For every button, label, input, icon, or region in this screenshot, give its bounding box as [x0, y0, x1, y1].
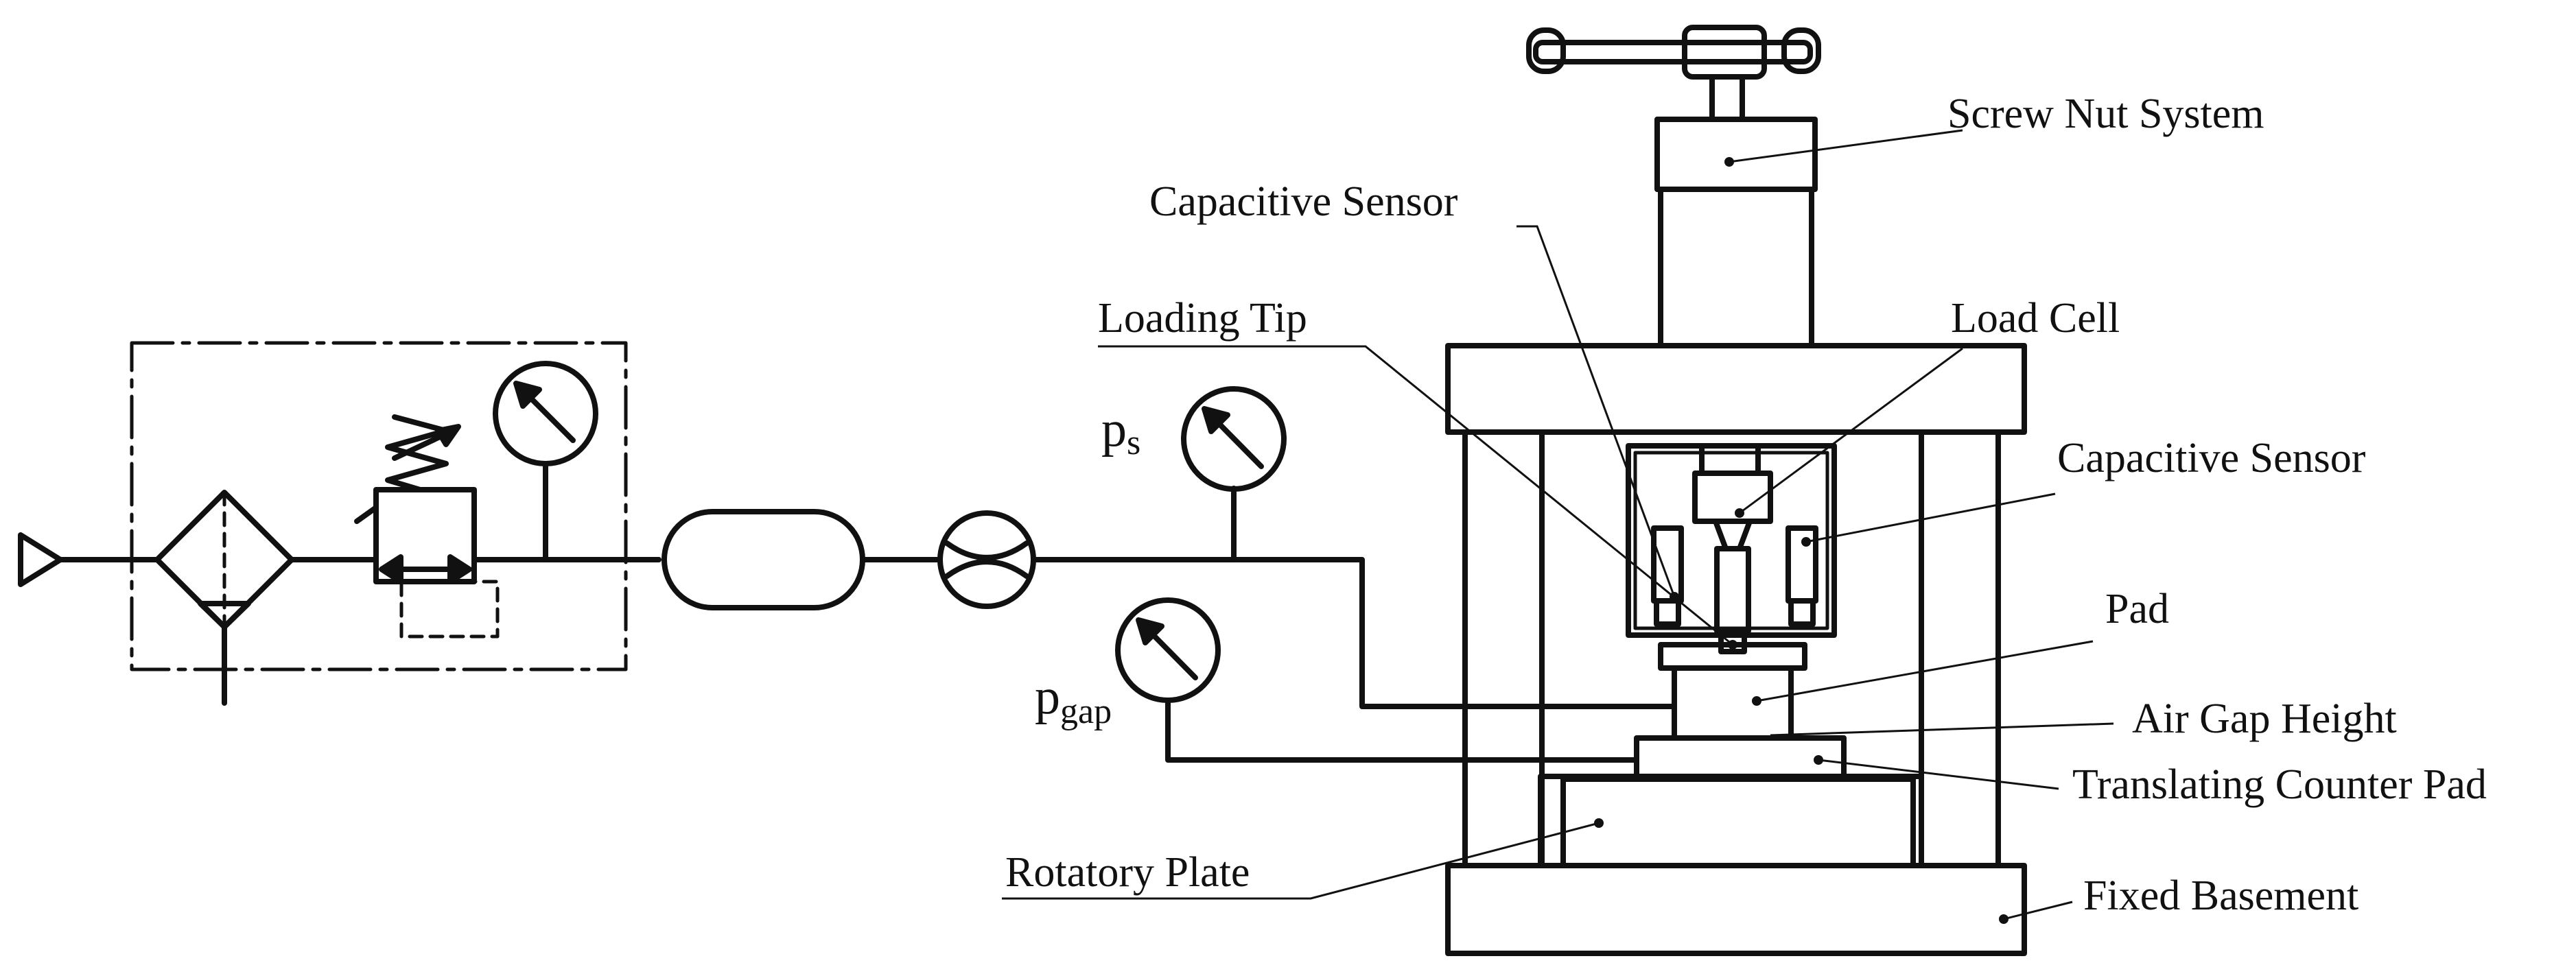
pad	[1672, 665, 1794, 741]
label-fixed-basement: Fixed Basement	[2083, 872, 2358, 919]
regulator-spring	[385, 414, 449, 492]
supply-pressure-line	[1031, 557, 1677, 709]
regulator-pilot-line	[399, 580, 500, 639]
label-translating-counter-pad: Translating Counter Pad	[2072, 761, 2487, 808]
label-load-cell: Load Cell	[1951, 295, 2120, 342]
gap-pressure-sub: gap	[1060, 692, 1112, 731]
capacitive-sensor-left	[1651, 525, 1684, 627]
gap-pressure-base: p	[1035, 669, 1060, 725]
leader-loading-tip	[1098, 345, 1733, 646]
fixed-basement	[1445, 863, 2027, 956]
flowmeter	[937, 510, 1036, 609]
leader-capacitive-sensor-top	[1517, 225, 1676, 597]
leader-fixed-basement	[2003, 901, 2073, 920]
pressure-regulator	[354, 414, 500, 639]
leader-rotatory-plate	[1002, 822, 1600, 900]
rotatory-plate	[1560, 776, 1916, 868]
translating-counter-pad	[1634, 735, 1847, 779]
supply-pressure-base: p	[1101, 401, 1127, 457]
t-handle	[1526, 25, 1821, 80]
load-cell-mount	[1699, 443, 1761, 476]
label-pad: Pad	[2105, 586, 2169, 632]
leader-dots	[1594, 157, 2009, 924]
frame-top-beam	[1445, 343, 2027, 435]
label-gap-pressure: pgap	[1035, 669, 1112, 731]
leader-pad	[1756, 640, 2094, 702]
label-rotatory-plate: Rotatory Plate	[1005, 849, 1250, 896]
leader-air-gap-height	[1770, 722, 2114, 737]
loading-tip	[1718, 628, 1747, 654]
leader-lines	[1002, 129, 2114, 920]
air-receiver-tank	[661, 509, 865, 610]
label-supply-pressure: ps	[1101, 401, 1140, 462]
screw-shaft	[1709, 74, 1745, 122]
leader-load-cell	[1739, 347, 1963, 514]
label-capacitive-sensor-right: Capacitive Sensor	[2057, 435, 2366, 481]
frame-right-column	[1919, 429, 2001, 868]
air-supply-source	[18, 532, 63, 587]
capacitive-sensor-right	[1785, 525, 1818, 627]
label-capacitive-sensor-top: Capacitive Sensor	[1149, 178, 1458, 225]
load-cell-neck	[1713, 519, 1753, 551]
leader-screw-nut-system	[1729, 129, 1963, 163]
screw-column	[1658, 187, 1814, 348]
label-loading-tip: Loading Tip	[1098, 295, 1307, 342]
frl-pressure-gauge	[493, 361, 598, 466]
frl-enclosure	[130, 341, 628, 671]
loading-tip-rod	[1714, 546, 1751, 634]
gap-pressure-line	[1165, 698, 1639, 763]
frame-left-column	[1462, 429, 1545, 868]
leader-capacitive-sensor-right	[1805, 492, 2056, 543]
load-cell	[1692, 471, 1773, 524]
leader-translating-counter-pad	[1818, 759, 2059, 790]
supply-pressure-sub: s	[1127, 423, 1140, 462]
gap-pressure-gauge	[1115, 597, 1221, 703]
label-air-gap-height: Air Gap Height	[2132, 695, 2397, 742]
supply-pressure-gauge	[1181, 386, 1287, 492]
label-screw-nut-system: Screw Nut System	[1947, 91, 2264, 137]
air-filter	[154, 490, 294, 706]
